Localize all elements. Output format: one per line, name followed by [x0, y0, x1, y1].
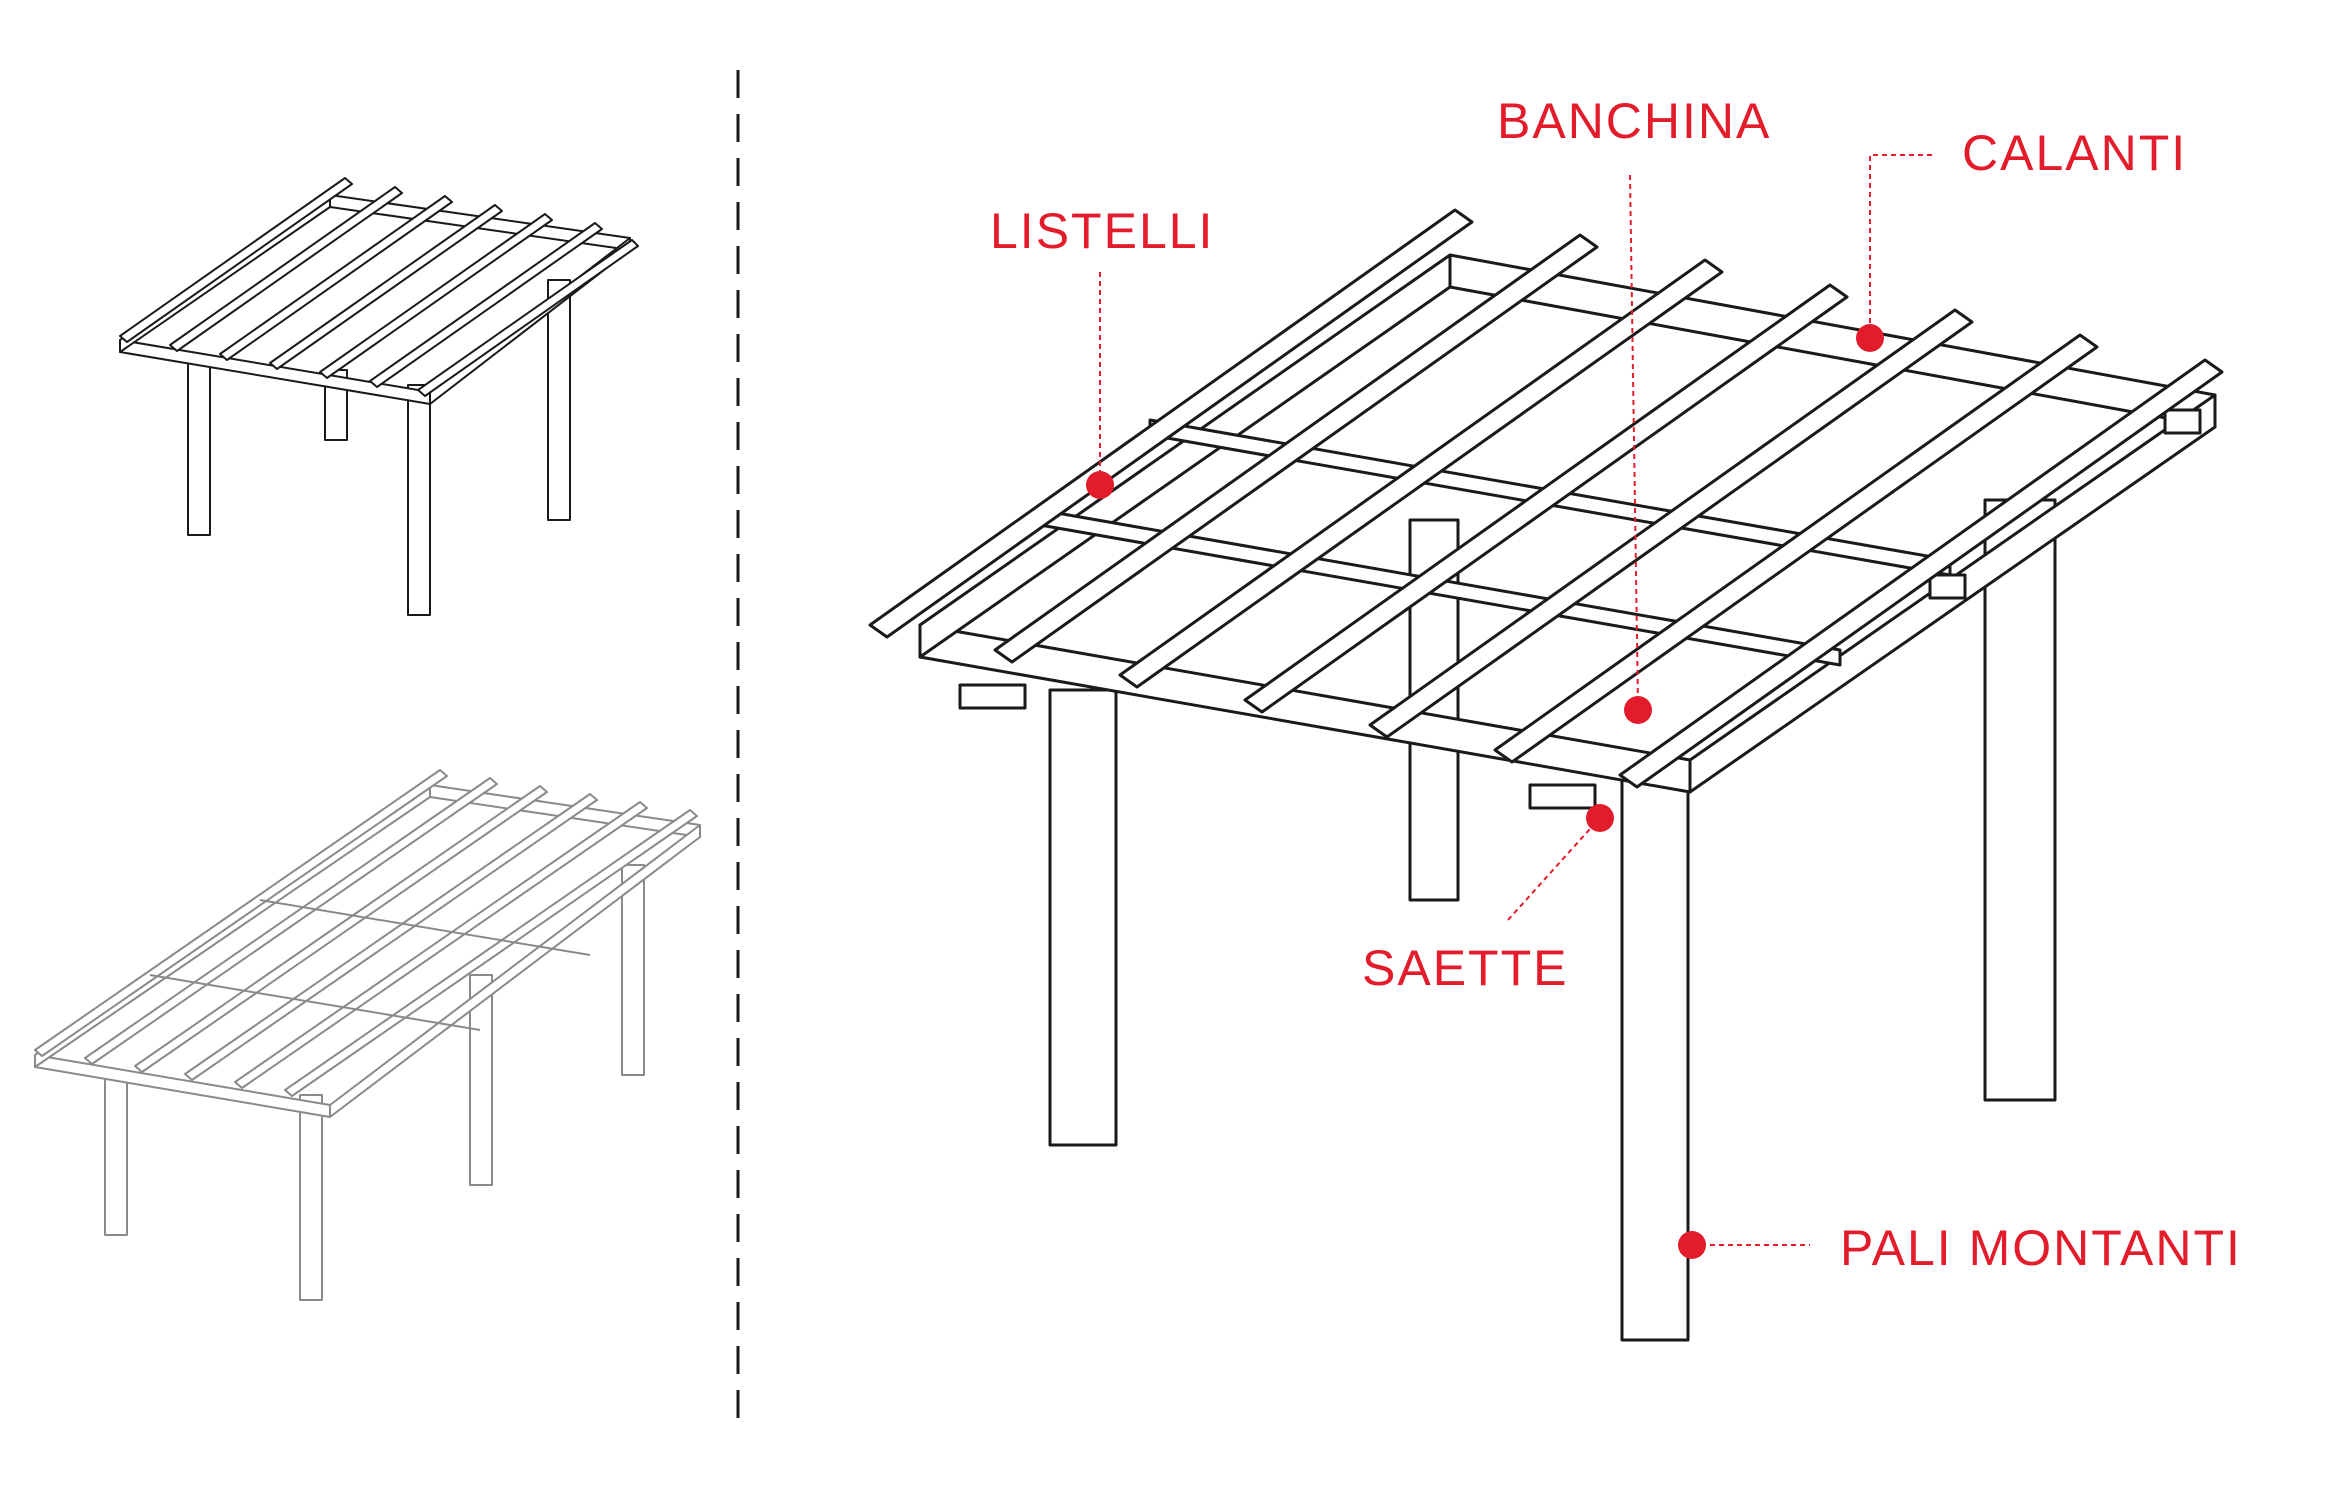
- listelli-dot: [1086, 471, 1114, 499]
- small-slat: [169, 186, 403, 352]
- banchina-dot: [1624, 696, 1652, 724]
- small-slat: [269, 204, 503, 370]
- main-slat: [993, 233, 1599, 664]
- label-calanti: CALANTI: [1962, 125, 2187, 181]
- long-cross-batten: [259, 899, 591, 956]
- label-banchina: BANCHINA: [1497, 93, 1771, 149]
- main-beam-left: [918, 253, 1452, 659]
- main-slat: [1493, 333, 2099, 764]
- long-pergola: [34, 769, 701, 1301]
- small-slat: [219, 195, 453, 361]
- small-slat: [369, 222, 603, 388]
- main-knee-brace: [1528, 783, 1597, 810]
- small-slats: [119, 177, 639, 397]
- main-slat: [1618, 358, 2224, 789]
- long-slat: [284, 809, 698, 1097]
- long-post: [621, 864, 645, 1076]
- main-slat: [1118, 258, 1724, 689]
- long-slats: [34, 769, 698, 1097]
- small-post-back-right: [547, 279, 571, 521]
- label-pali-montanti: PALI MONTANTI: [1840, 1220, 2242, 1276]
- main-slat: [1368, 308, 1974, 739]
- small-slat: [319, 213, 553, 379]
- long-slat: [34, 769, 448, 1057]
- long-slat: [234, 801, 648, 1089]
- main-knee-brace: [1928, 573, 1967, 600]
- banchina-leader: [1629, 174, 1639, 706]
- saette-dot: [1586, 804, 1614, 832]
- small-post-front-right: [407, 384, 431, 616]
- main-knee-brace: [2163, 408, 2202, 435]
- small-slat: [119, 177, 353, 343]
- calanti-dot: [1856, 324, 1884, 352]
- label-listelli: LISTELLI: [990, 203, 1214, 259]
- long-cross-batten: [149, 974, 481, 1031]
- long-beam-right: [329, 824, 701, 1118]
- long-slat: [134, 785, 548, 1073]
- main-slat: [868, 208, 1474, 639]
- main-pergola: [868, 208, 2224, 1342]
- small-pergola: [119, 177, 639, 616]
- main-post-front-right: [1620, 768, 1690, 1342]
- pali-montanti-dot: [1678, 1231, 1706, 1259]
- callouts: [1086, 154, 1932, 1259]
- label-saette: SAETTE: [1362, 940, 1568, 996]
- main-post-front-left: [1048, 688, 1118, 1147]
- small-post-front-left: [187, 359, 211, 536]
- long-post: [469, 974, 493, 1186]
- small-slat: [417, 239, 639, 397]
- long-slat: [184, 793, 598, 1081]
- long-post: [299, 1094, 323, 1301]
- main-slat: [1243, 283, 1849, 714]
- main-slats: [868, 208, 2224, 789]
- calanti-leader: [1869, 154, 1932, 333]
- saette-leader: [1507, 819, 1599, 921]
- long-beam-front: [34, 1054, 331, 1118]
- main-post-back-right: [1983, 498, 2057, 1102]
- long-slat: [84, 777, 498, 1065]
- main-knee-brace: [958, 683, 1027, 710]
- long-post: [104, 1074, 128, 1236]
